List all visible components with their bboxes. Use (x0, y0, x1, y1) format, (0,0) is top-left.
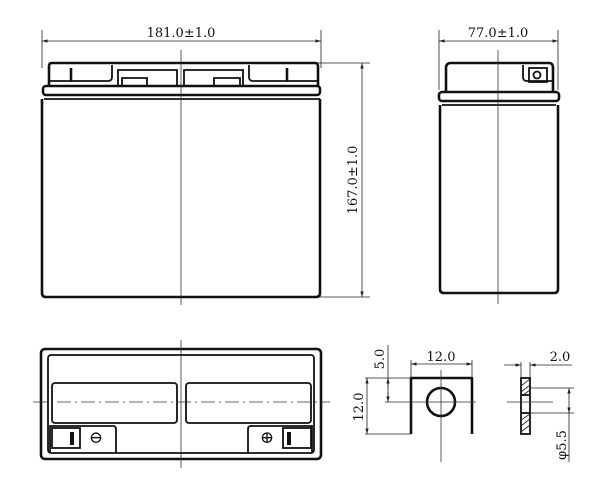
terminal-height-label: 12.0 (352, 393, 367, 422)
side-terminal-box (528, 67, 548, 83)
terminal-offset-label: 5.0 (373, 349, 388, 370)
front-height-label: 167.0±1.0 (346, 146, 361, 215)
hatch-bottom (520, 413, 531, 433)
negative-terminal-recess (49, 425, 117, 453)
terminal-plate-outline (409, 376, 474, 434)
positive-symbol: ⊕ (260, 428, 274, 448)
side-width-label: 77.0±1.0 (468, 26, 529, 41)
side-lid-outline (444, 61, 555, 92)
lid-lip (41, 84, 322, 97)
positive-terminal-box (282, 427, 312, 449)
lid-right-pocket (248, 65, 318, 82)
lid-left-pocket (49, 65, 113, 82)
lid-slot-right (183, 69, 244, 86)
lid-outline (47, 61, 320, 86)
terminal-thickness-label: 2.0 (550, 350, 571, 365)
terminal-front-view: 12.0 12.0 5.0 (352, 345, 476, 462)
side-terminal-recess (522, 65, 553, 82)
terminal-width-label: 12.0 (427, 350, 456, 365)
lid-slot-left-step (121, 77, 148, 86)
negative-symbol: ⊖ (89, 428, 103, 448)
terminal-side-view: 2.0 φ5.5 (504, 350, 574, 462)
lid-slot-left (117, 69, 178, 86)
front-width-label: 181.0±1.0 (147, 26, 216, 41)
positive-terminal-blade (287, 432, 291, 445)
hatch-top (520, 378, 531, 396)
negative-terminal-box (51, 427, 81, 449)
top-view: ⊖ ⊕ (33, 340, 330, 468)
front-view: 181.0±1.0 167.0±1.0 (40, 26, 370, 305)
side-body (438, 105, 560, 295)
side-terminal-hole (532, 70, 542, 80)
terminal-side-outline (520, 377, 531, 435)
negative-terminal-blade (70, 432, 74, 445)
positive-terminal-recess (247, 425, 313, 453)
side-view: 77.0±1.0 (437, 26, 561, 304)
lid-slot-right-step (213, 77, 241, 86)
top-cell-right (185, 382, 312, 424)
top-cell-left (51, 382, 178, 424)
terminal-diameter-label: φ5.5 (555, 430, 570, 460)
side-lid-lip (437, 90, 561, 103)
